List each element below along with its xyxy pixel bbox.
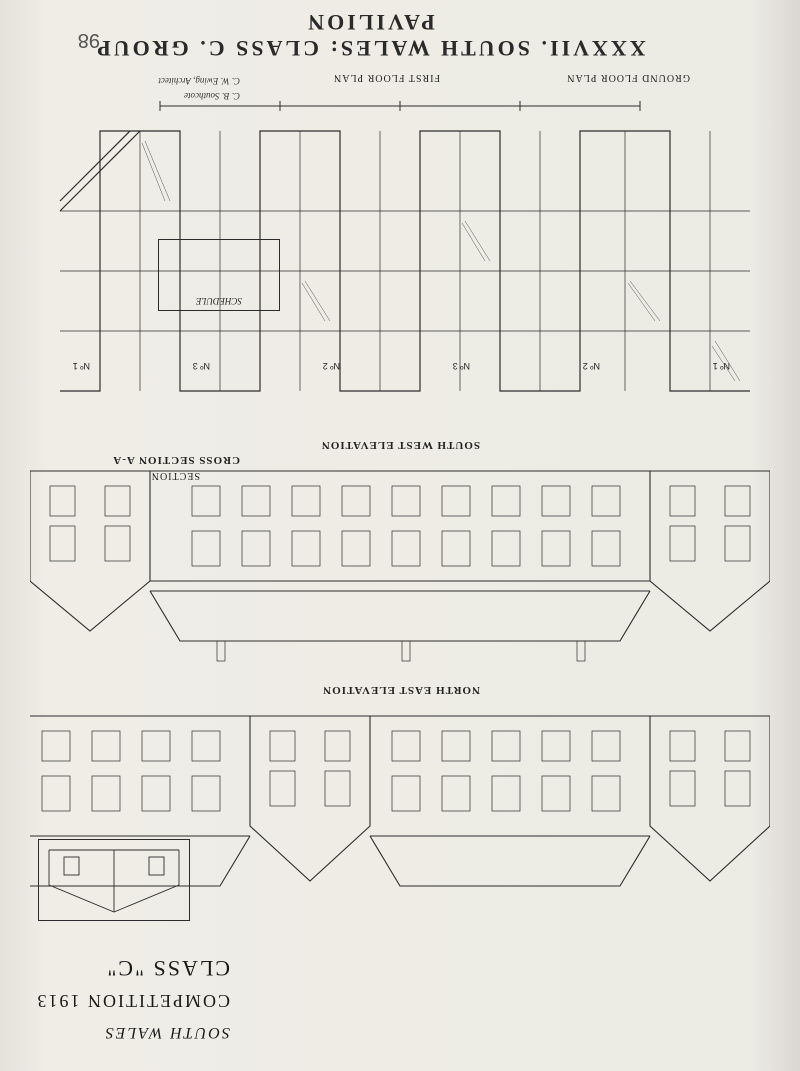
ward-label: Nº 3 — [452, 361, 470, 371]
ground-floor-plan-label: GROUND FLOOR PLAN — [566, 72, 690, 83]
class-title-block: CLASS "C" COMPETITION 1913 SOUTH WALES — [20, 941, 240, 1051]
competition-title: COMPETITION 1913 — [35, 991, 231, 1011]
section-sketch — [38, 839, 190, 921]
section-label: SECTION — [150, 470, 200, 481]
ward-label: Nº 2 — [322, 361, 340, 371]
ward-label: Nº 3 — [192, 361, 210, 371]
north-east-elevation-drawing — [30, 715, 770, 887]
first-floor-plan-label: FIRST FLOOR PLAN — [333, 72, 440, 83]
floor-plans-drawing — [59, 101, 750, 392]
schedule-table: SCHEDULE — [158, 239, 280, 311]
architect-credit: C. W. Ewing, Architect — [158, 76, 240, 86]
ward-label: Nº 2 — [582, 361, 600, 371]
schedule-title: SCHEDULE — [196, 296, 243, 306]
ward-label: Nº 1 — [712, 361, 730, 371]
north-east-elevation-label: NORTH EAST ELEVATION — [322, 684, 480, 696]
plate-title: XXXVII. SOUTH WALES: CLASS C. GROUP PAVI… — [94, 10, 646, 61]
south-west-elevation-label: SOUTH WEST ELEVATION — [320, 439, 480, 451]
section-sketch-drawing — [48, 849, 180, 913]
ward-label: Nº 1 — [72, 361, 90, 371]
class-title: CLASS "C" — [105, 956, 230, 981]
region-title: SOUTH WALES — [103, 1024, 230, 1041]
south-west-elevation-drawing — [30, 470, 770, 662]
page-number: 98 — [77, 29, 100, 51]
